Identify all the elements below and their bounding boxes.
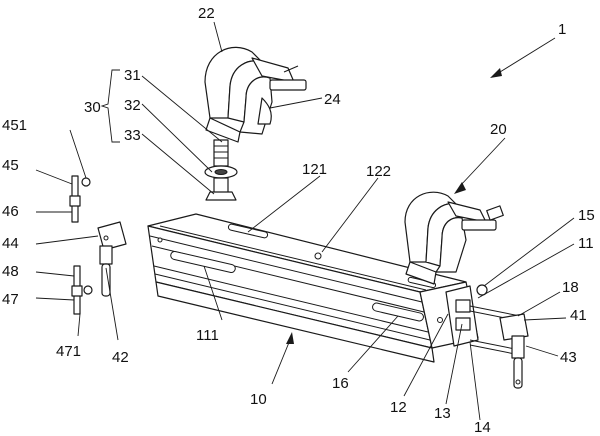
label-11: 11 [578, 235, 594, 252]
clamp-right [404, 191, 504, 285]
rail-body [147, 213, 479, 363]
label-15: 15 [578, 207, 595, 224]
label-13: 13 [434, 405, 451, 422]
label-30: 30 [84, 99, 101, 116]
bolt-group [204, 139, 238, 201]
label-121: 121 [302, 161, 327, 178]
label-451: 451 [2, 117, 27, 134]
label-18: 18 [562, 279, 579, 296]
label-1: 1 [558, 21, 566, 38]
label-31: 31 [124, 67, 141, 84]
label-122: 122 [366, 163, 391, 180]
right-latch [499, 313, 529, 389]
label-20: 20 [490, 121, 507, 138]
label-43: 43 [560, 349, 577, 366]
label-12: 12 [390, 399, 407, 416]
label-10: 10 [250, 391, 267, 408]
label-45: 45 [2, 157, 19, 174]
label-24: 24 [324, 91, 341, 108]
label-22: 22 [198, 5, 215, 22]
label-46: 46 [2, 203, 19, 220]
label-44: 44 [2, 235, 19, 252]
label-47: 47 [2, 291, 19, 308]
label-41: 41 [570, 307, 587, 324]
reference-numerals: 1 22 31 30 32 33 24 121 122 20 15 11 18 … [2, 5, 595, 436]
end-block [445, 284, 521, 356]
leader-lines [35, 21, 575, 421]
label-14: 14 [474, 419, 491, 436]
left-pin-lower [71, 265, 93, 315]
label-33: 33 [124, 127, 141, 144]
label-32: 32 [124, 97, 141, 114]
label-471: 471 [56, 343, 81, 360]
left-pin-upper [69, 175, 91, 223]
label-111: 111 [196, 327, 219, 344]
label-42: 42 [112, 349, 129, 366]
label-16: 16 [332, 375, 349, 392]
clamp-top [204, 46, 307, 143]
left-bracket [97, 221, 127, 297]
label-48: 48 [2, 263, 19, 280]
